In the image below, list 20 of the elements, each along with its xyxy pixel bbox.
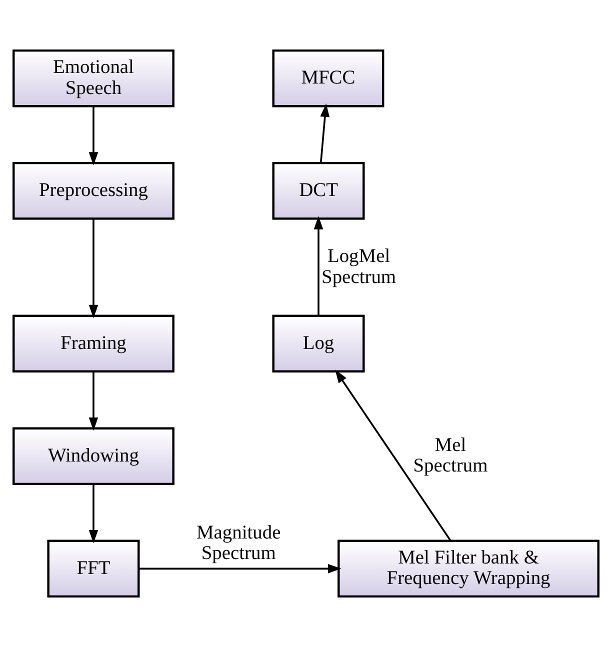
edge-label: Mel Spectrum [413, 434, 488, 476]
arrow [88, 484, 98, 543]
node-box: MFCC [272, 48, 384, 107]
arrow [88, 106, 98, 165]
node-box: FFT [47, 539, 140, 598]
arrow [138, 563, 342, 573]
arrow [335, 369, 452, 540]
node-box: Mel Filter bank & Frequency Wrapping [338, 539, 600, 598]
node-box: Framing [12, 314, 174, 372]
node-box: DCT [272, 161, 365, 220]
arrow [88, 218, 98, 318]
node-box: Windowing [12, 426, 174, 485]
arrow [88, 371, 98, 430]
edge-label: LogMel Spectrum [322, 245, 396, 288]
arrow [314, 215, 324, 316]
node-box: Preprocessing [12, 161, 174, 220]
node-box: Emotional Speech [12, 48, 174, 107]
edge-label: Magnitude Spectrum [196, 522, 281, 564]
arrow [320, 103, 330, 162]
node-box: Log [272, 314, 365, 372]
